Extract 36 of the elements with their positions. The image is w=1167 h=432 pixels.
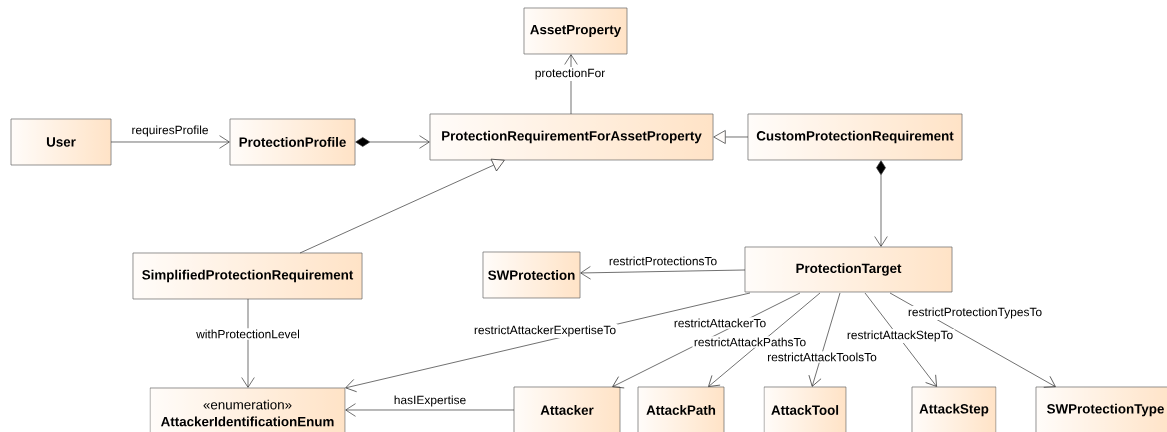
edge-label: restrictAttackPathsTo bbox=[692, 336, 808, 348]
arrow bbox=[355, 135, 430, 149]
class-box: SWProtection bbox=[482, 251, 581, 299]
arrow bbox=[345, 403, 515, 417]
edge-label: restrictProtectionTypesTo bbox=[906, 306, 1044, 320]
arrow bbox=[708, 292, 821, 387]
class-box: AssetProperty bbox=[523, 7, 628, 55]
arrow bbox=[874, 160, 888, 247]
edge-label: restrictProtectionsTo bbox=[607, 255, 719, 267]
edge-label: restrictAttackStepTo bbox=[845, 329, 955, 343]
edge-label: protectionFor bbox=[533, 67, 607, 81]
class-box: AttackTool bbox=[763, 386, 847, 432]
class-box: ProtectionTarget bbox=[744, 246, 953, 293]
arrow bbox=[713, 130, 749, 144]
class-box: Attacker bbox=[513, 386, 621, 432]
class-box: ProtectionProfile bbox=[229, 118, 356, 166]
class-box: SWProtectionType bbox=[1035, 386, 1167, 432]
class-box: SimplifiedProtectionRequirement bbox=[132, 252, 363, 300]
arrow bbox=[241, 298, 255, 388]
arrow bbox=[580, 266, 746, 280]
class-box: User bbox=[10, 118, 112, 166]
edge-label: hasIExpertise bbox=[392, 394, 468, 408]
edge-label: restrictAttackerExpertiseTo bbox=[472, 324, 618, 338]
arrow bbox=[110, 135, 230, 149]
edge-label: restrictAttackerTo bbox=[672, 317, 768, 329]
edge-label: restrictAttackToolsTo bbox=[765, 351, 879, 363]
class-box: ProtectionRequirementForAssetProperty bbox=[429, 113, 714, 161]
class-box: CustomProtectionRequirement bbox=[747, 113, 963, 161]
class-box: «enumeration» AttackerIdentificationEnum bbox=[149, 387, 346, 432]
class-box: AttackStep bbox=[911, 386, 997, 432]
edge-label: requiresProfile bbox=[130, 124, 210, 138]
arrow bbox=[864, 292, 937, 387]
arrow bbox=[808, 292, 841, 387]
class-box: AttackPath bbox=[637, 386, 725, 432]
edge-label: withProtectionLevel bbox=[194, 328, 302, 340]
arrow bbox=[299, 158, 505, 254]
